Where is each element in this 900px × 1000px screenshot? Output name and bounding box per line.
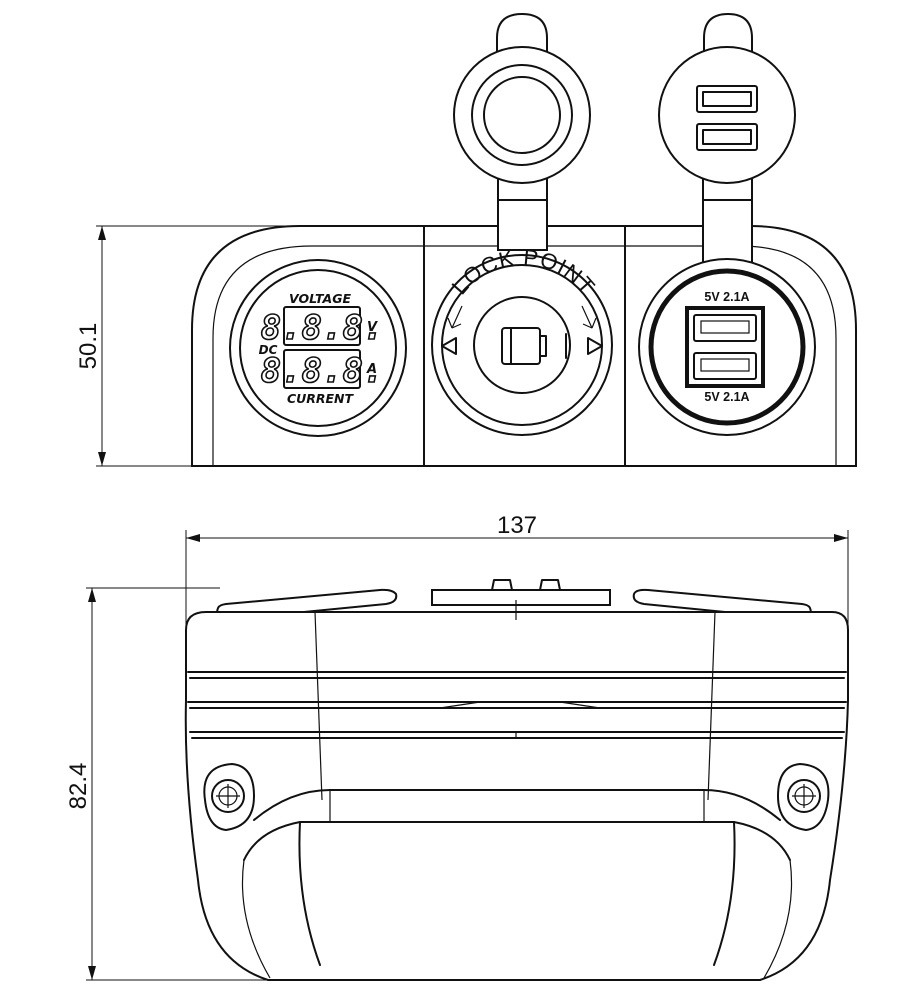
dimension-label-height-top: 50.1	[75, 323, 102, 370]
housing-profile	[184, 611, 849, 981]
voltage-label: VOLTAGE	[289, 291, 351, 306]
dimension-height-bottom: 82.4	[65, 587, 268, 981]
volt-unit: V	[367, 320, 378, 335]
voltmeter: VOLTAGE CURRENT DC V A 8.8.8. 8.8.8.	[229, 259, 407, 437]
front-view: VOLTAGE CURRENT DC V A 8.8.8. 8.8.8. LOC…	[75, 12, 857, 467]
volt-display: 8.8.8.	[261, 308, 384, 348]
dc-label: DC	[259, 343, 278, 357]
usb-rating-bottom: 5V 2.1A	[704, 390, 749, 404]
current-label: CURRENT	[287, 391, 355, 406]
dimension-height-top: 50.1	[75, 225, 300, 467]
dimension-label-width: 137	[497, 512, 537, 539]
dimension-width: 137	[185, 512, 849, 640]
amp-unit: A	[366, 362, 377, 377]
usb-rating-top: 5V 2.1A	[704, 290, 749, 304]
side-view: 137 82.4	[65, 512, 849, 981]
usb-charger: 5V 2.1A 5V 2.1A	[638, 258, 816, 436]
dimension-label-height-bottom: 82.4	[65, 763, 92, 810]
amp-display: 8.8.8.	[261, 351, 384, 391]
